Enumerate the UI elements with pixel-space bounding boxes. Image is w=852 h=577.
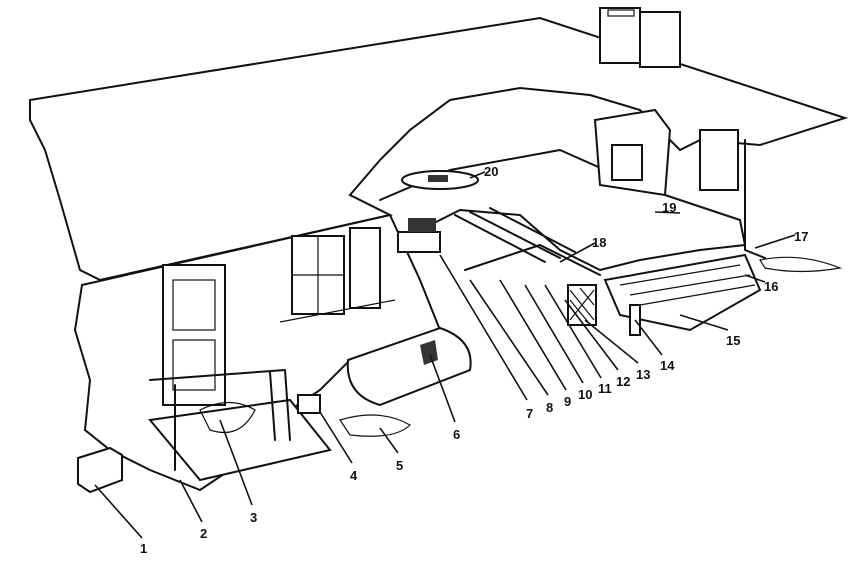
fireplace (593, 108, 672, 197)
chimney (599, 7, 681, 68)
puddle-5 (339, 414, 411, 437)
rear-window (699, 129, 739, 191)
callout-7: 7 (526, 406, 533, 421)
callout-19: 19 (662, 200, 676, 215)
leader-lines (94, 171, 796, 539)
callout-10: 10 (578, 387, 592, 402)
porch-steps (148, 369, 332, 482)
callout-13: 13 (636, 367, 650, 382)
callout-4: 4 (350, 468, 358, 483)
callout-3: 3 (250, 510, 257, 525)
callout-6: 6 (453, 427, 460, 442)
ceiling-duct (397, 218, 441, 253)
floor-joists (454, 207, 601, 276)
callout-18: 18 (592, 235, 606, 250)
callout-1: 1 (140, 541, 147, 556)
item-1-box (77, 446, 123, 494)
callout-17: 17 (794, 229, 808, 244)
roof (29, 16, 849, 282)
callout-2: 2 (200, 526, 207, 541)
callout-15: 15 (726, 333, 740, 348)
item-4-block (297, 394, 321, 414)
front-windows (279, 227, 396, 323)
fuel-tank (346, 326, 472, 407)
register-grille (428, 175, 448, 182)
callout-20: 20 (484, 164, 498, 179)
downspout (744, 139, 766, 259)
vent-grille (569, 287, 595, 323)
interior-floor (379, 149, 746, 271)
callout-12: 12 (616, 374, 630, 389)
callout-14: 14 (660, 358, 675, 373)
callout-16: 16 (764, 279, 778, 294)
front-door (162, 264, 226, 406)
deck (603, 253, 762, 336)
splash-puddle (759, 256, 843, 273)
callout-9: 9 (564, 394, 571, 409)
callout-5: 5 (396, 458, 403, 473)
callout-8: 8 (546, 400, 553, 415)
callout-11: 11 (598, 381, 612, 396)
